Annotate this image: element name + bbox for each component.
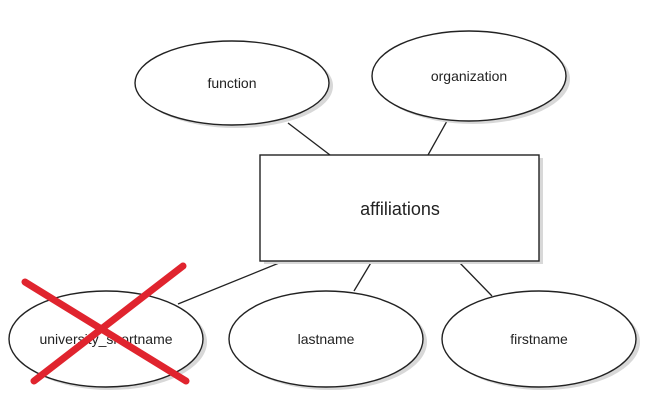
link-organization — [427, 120, 448, 156]
link-lastname — [353, 260, 373, 292]
link-function — [287, 122, 331, 156]
entity-affiliations: affiliations — [259, 154, 543, 264]
entity-affiliations-label: affiliations — [360, 199, 440, 219]
attribute-lastname-label: lastname — [298, 331, 355, 347]
attribute-function-label: function — [207, 75, 256, 91]
attribute-lastname: lastname — [228, 290, 427, 390]
attribute-university-shortname-label: university_shortname — [39, 331, 172, 347]
link-firstname — [457, 260, 493, 297]
link-university-shortname — [177, 260, 285, 305]
attribute-firstname: firstname — [441, 290, 640, 390]
attribute-function: function — [134, 40, 333, 128]
attribute-organization-label: organization — [431, 68, 507, 84]
attribute-firstname-label: firstname — [510, 331, 568, 347]
attribute-organization: organization — [371, 30, 570, 124]
removal-cross-icon — [21, 262, 190, 385]
